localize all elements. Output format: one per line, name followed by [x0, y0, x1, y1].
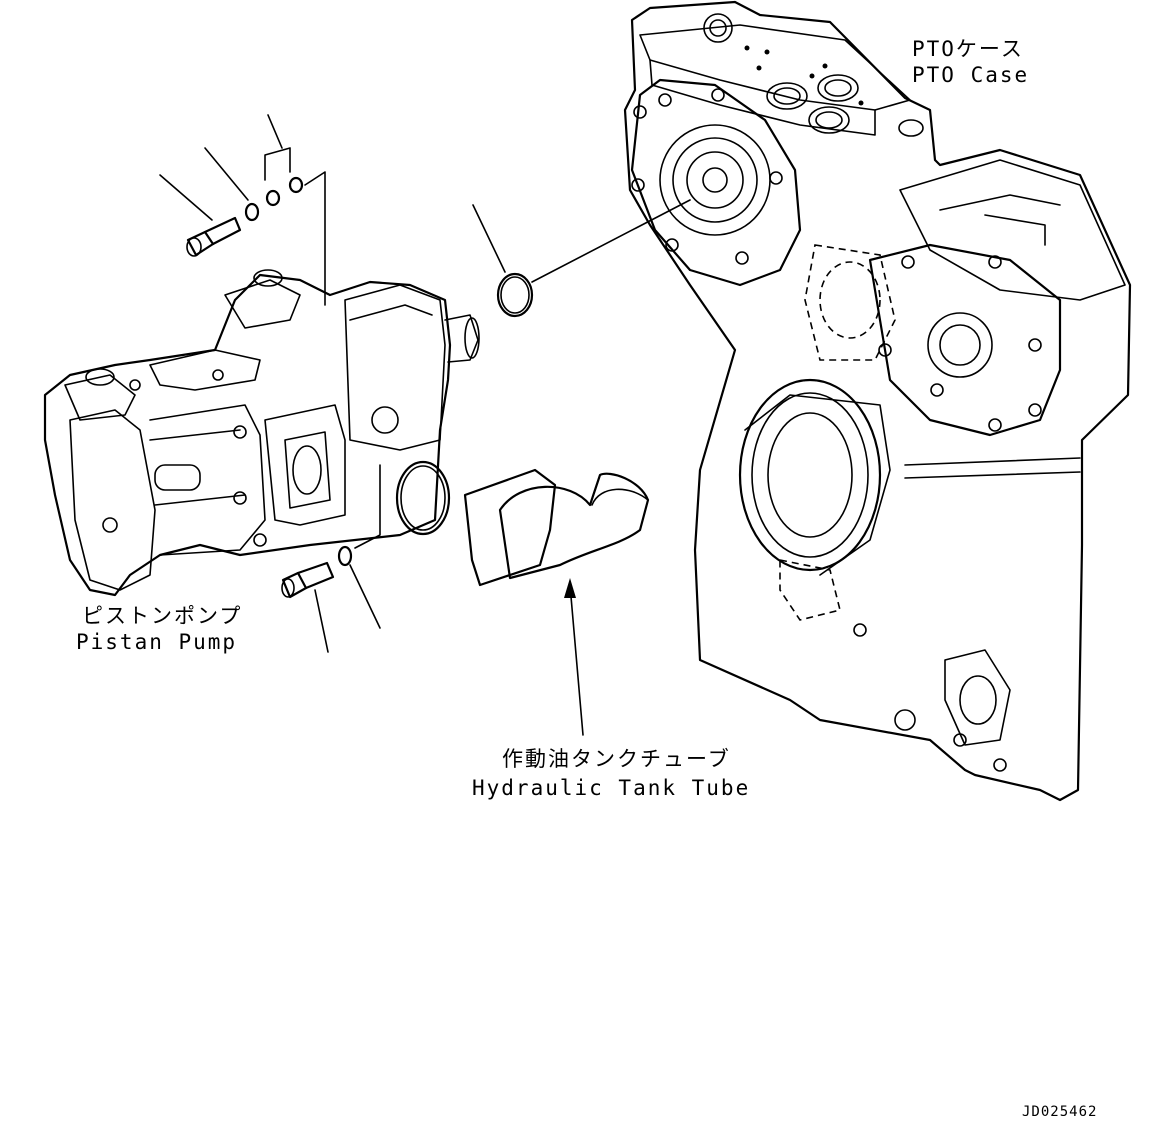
bolt-lower	[281, 561, 335, 599]
o-ring-small-2	[288, 176, 304, 194]
piston-pump	[43, 269, 480, 597]
hydraulic-tank-tube	[463, 468, 650, 587]
pto-case	[623, 0, 1132, 802]
o-ring-small-1	[265, 189, 281, 207]
pump-label-en: Pistan Pump	[76, 630, 237, 654]
pump-label-jp: ピストンポンプ	[82, 604, 242, 628]
pto-case-label-jp: PTOケース	[912, 37, 1024, 61]
o-ring-pto	[496, 272, 534, 318]
o-ring-tube	[395, 460, 451, 536]
washer-upper	[244, 202, 260, 222]
leader-lines	[159, 114, 691, 736]
tube-label-jp: 作動油タンクチューブ	[502, 747, 731, 771]
drawing-code: JD025462	[1022, 1104, 1097, 1120]
pto-case-label-en: PTO Case	[912, 63, 1029, 87]
tube-label-en: Hydraulic Tank Tube	[472, 776, 750, 800]
bolt-upper	[186, 216, 242, 257]
washer-lower	[337, 545, 353, 567]
